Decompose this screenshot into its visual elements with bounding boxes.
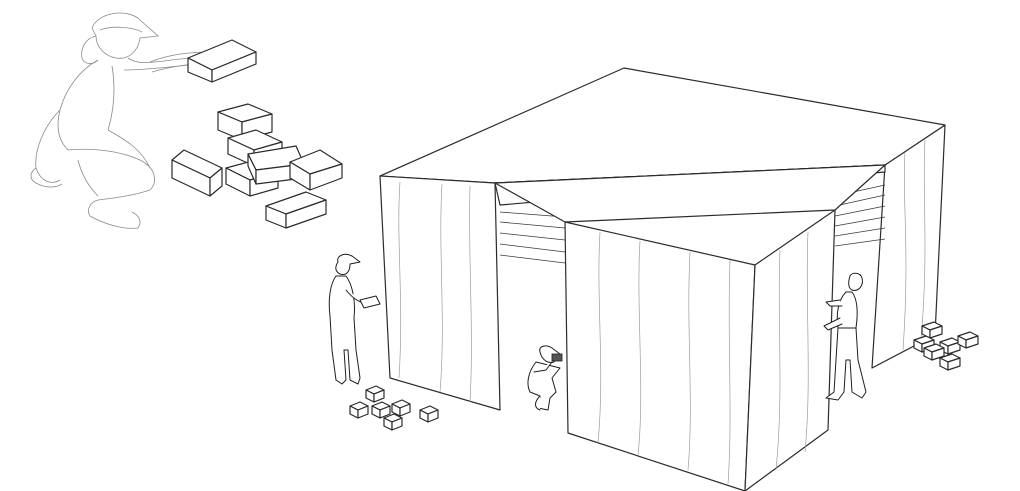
standing-person-holding-brick: [329, 254, 380, 384]
held-brick: [188, 40, 256, 82]
brick-pile-large: [172, 104, 342, 228]
crouching-person-large: [31, 13, 214, 228]
brick-pile-small-left: [350, 386, 438, 430]
crouching-photographer: [528, 346, 562, 410]
pavilion-left-wall: [380, 176, 500, 410]
brick-pile-small-right: [914, 322, 978, 370]
pavilion-center-front: [565, 222, 755, 491]
pavilion-center-side: [745, 210, 835, 491]
